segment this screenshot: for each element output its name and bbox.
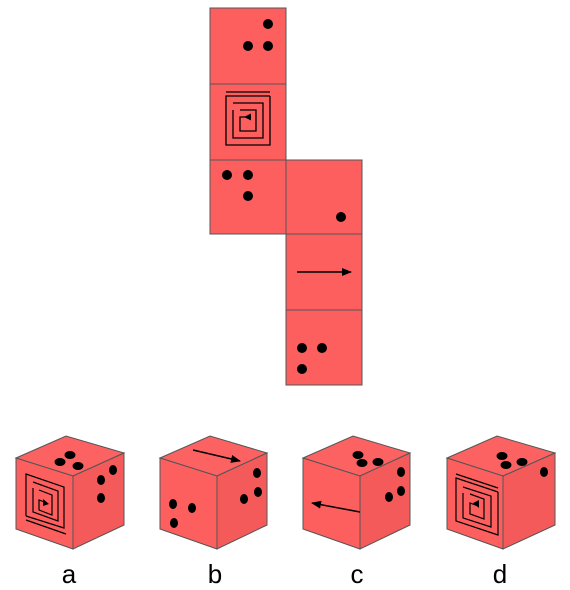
dot xyxy=(397,467,405,477)
dot xyxy=(540,467,548,477)
net-face-arrow xyxy=(285,233,363,311)
dot xyxy=(97,475,105,485)
option-cube-d[interactable]: d xyxy=(445,435,557,589)
dot xyxy=(297,343,307,353)
dot xyxy=(243,191,253,201)
dot xyxy=(54,458,66,466)
option-cube-a[interactable]: a xyxy=(14,435,126,589)
net-face-three-dots-left xyxy=(209,159,287,235)
dot xyxy=(397,486,405,496)
option-label-c: c xyxy=(351,559,364,589)
dot xyxy=(263,19,273,29)
dot xyxy=(297,364,307,374)
option-cube-b[interactable]: b xyxy=(158,435,269,589)
option-label-b: b xyxy=(208,559,222,589)
dot xyxy=(188,503,196,513)
dot xyxy=(253,468,261,478)
dot xyxy=(243,41,253,51)
arrow-right-icon xyxy=(192,449,241,463)
dot xyxy=(64,451,76,459)
net-face-three-dots-top xyxy=(209,7,287,85)
net-face-one-dot xyxy=(285,159,363,235)
net-face-spiral xyxy=(209,83,287,161)
spiral-icon xyxy=(225,91,271,146)
arrow-left-icon xyxy=(311,500,361,513)
option-label-d: d xyxy=(493,559,507,589)
dot xyxy=(372,458,384,466)
net-face-square xyxy=(209,83,287,161)
net-face-three-dots-bottom xyxy=(285,309,363,386)
dot xyxy=(97,493,105,503)
cube-net xyxy=(209,7,363,386)
dot xyxy=(222,170,232,180)
dot xyxy=(254,487,262,497)
dot xyxy=(516,458,528,466)
dot xyxy=(352,451,364,459)
spiral-arrowhead-icon xyxy=(473,500,479,508)
option-cube-c[interactable]: c xyxy=(301,435,412,589)
dot xyxy=(170,518,178,528)
spiral-icon xyxy=(25,473,67,535)
dot xyxy=(72,462,84,470)
option-label-a: a xyxy=(62,559,77,589)
dot xyxy=(356,459,368,467)
dot xyxy=(109,465,117,475)
dot xyxy=(336,212,346,222)
dot xyxy=(263,41,273,51)
spiral-arrowhead-icon xyxy=(43,499,49,506)
spiral-arrowhead-icon xyxy=(244,113,251,121)
dot xyxy=(317,343,327,353)
cube-side-face xyxy=(359,452,411,550)
spiral-icon xyxy=(455,473,499,536)
dot xyxy=(496,452,508,460)
dot xyxy=(385,492,393,502)
net-face-square xyxy=(285,159,363,235)
cube-side-face xyxy=(502,452,556,550)
dot xyxy=(169,499,177,509)
dot xyxy=(500,461,512,469)
dot xyxy=(243,170,253,180)
dot xyxy=(240,494,248,504)
